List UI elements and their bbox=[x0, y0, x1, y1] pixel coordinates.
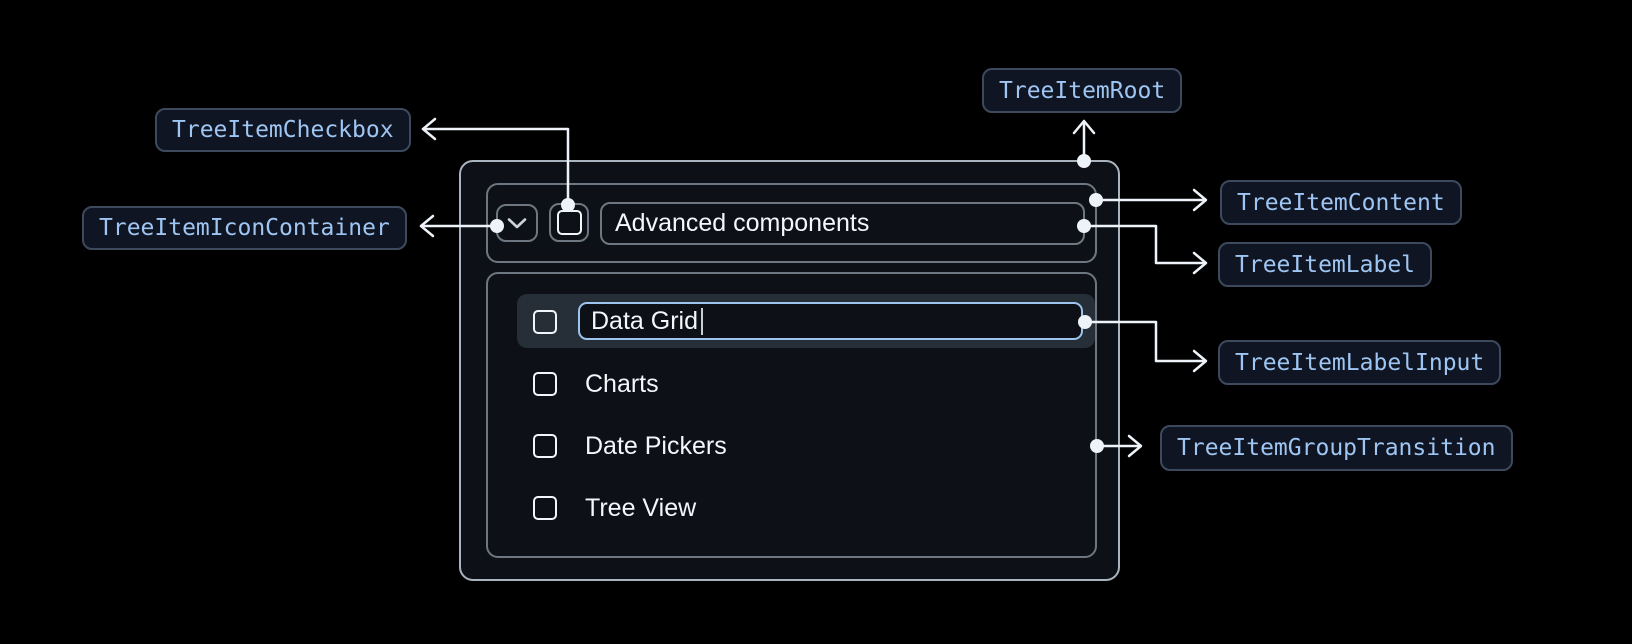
tree-item-label-date-pickers[interactable]: Date Pickers bbox=[585, 432, 727, 460]
annotation-tree-item-content: TreeItemContent bbox=[1220, 180, 1462, 225]
tree-item-icon-container[interactable] bbox=[496, 204, 538, 242]
annotation-tree-item-label-input: TreeItemLabelInput bbox=[1218, 340, 1502, 385]
tree-item-label[interactable]: Advanced components bbox=[600, 202, 1085, 245]
chevron-down-icon bbox=[507, 217, 527, 228]
checkbox-data-grid[interactable] bbox=[533, 310, 557, 334]
checkbox-unchecked-icon bbox=[556, 210, 582, 235]
tree-item-content bbox=[486, 183, 1097, 263]
label-input-value: Data Grid bbox=[591, 306, 698, 335]
tree-item-label-input[interactable]: Data Grid bbox=[578, 302, 1083, 340]
tree-item-group-transition bbox=[486, 272, 1097, 558]
checkbox-charts[interactable] bbox=[533, 372, 557, 396]
annotation-tree-item-icon-container: TreeItemIconContainer bbox=[82, 206, 407, 250]
tree-item-label-tree-view[interactable]: Tree View bbox=[585, 494, 697, 522]
parent-label: Advanced components bbox=[615, 209, 870, 237]
annotation-tree-item-group-transition: TreeItemGroupTransition bbox=[1160, 425, 1513, 471]
checkbox-date-pickers[interactable] bbox=[533, 434, 557, 458]
annotation-tree-item-checkbox: TreeItemCheckbox bbox=[155, 108, 411, 152]
text-cursor bbox=[700, 307, 703, 335]
annotation-tree-item-label: TreeItemLabel bbox=[1218, 242, 1433, 287]
tree-item-checkbox[interactable] bbox=[549, 203, 589, 242]
tree-item-label-charts[interactable]: Charts bbox=[585, 370, 659, 398]
checkbox-tree-view[interactable] bbox=[533, 496, 557, 520]
annotation-tree-item-root: TreeItemRoot bbox=[982, 68, 1183, 113]
tree-item-root: Advanced components Data Grid Charts Dat… bbox=[459, 160, 1120, 581]
